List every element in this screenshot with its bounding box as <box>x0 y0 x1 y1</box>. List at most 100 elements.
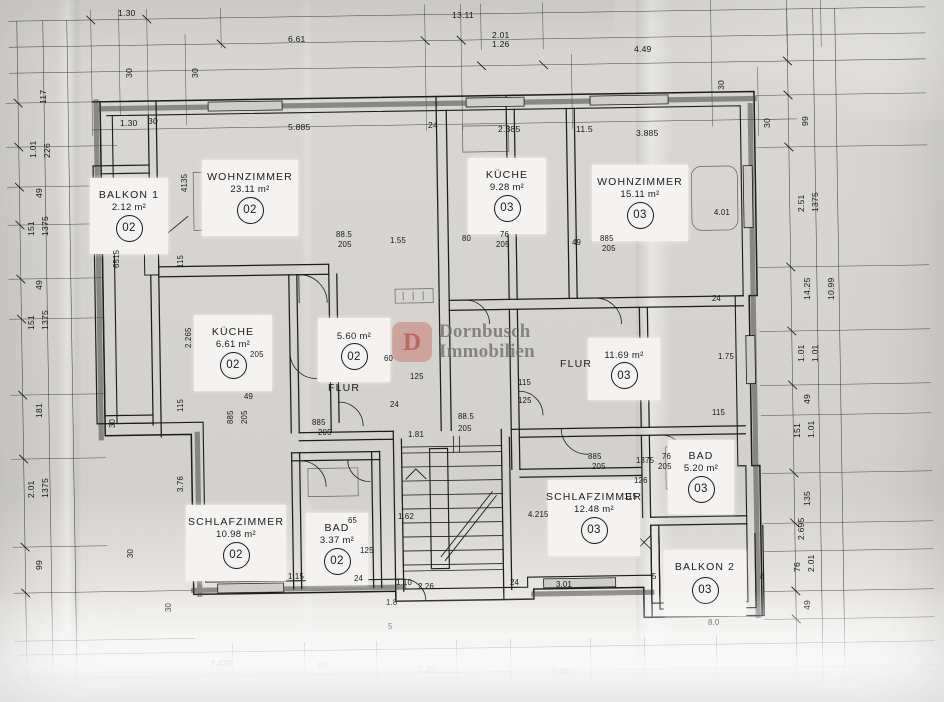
room-unit-badge: 03 <box>493 194 521 222</box>
dimension-text: 151 <box>792 423 802 438</box>
dimension-text: 30 <box>190 68 200 78</box>
room-unit-badge: 02 <box>222 541 250 569</box>
dimension-text: 4.01 <box>714 208 730 217</box>
dimension-text: 1.30 <box>120 118 138 128</box>
dimension-text: 115 <box>712 408 726 417</box>
room-name: BALKON 2 <box>674 561 736 574</box>
dimension-text: 30 <box>126 548 135 558</box>
dimension-text: 1.01 <box>28 140 38 158</box>
dimension-text: 1.01 <box>810 344 820 362</box>
dimension-text: 885 <box>588 452 602 461</box>
dimension-text: 1.55 <box>390 236 406 245</box>
dimension-text: 226 <box>42 143 52 158</box>
dimension-text: 125 <box>360 546 374 555</box>
dimension-text: 5 <box>388 622 393 631</box>
dimension-text: 205 <box>240 410 249 424</box>
dimension-text: 117 <box>38 89 48 104</box>
dimension-text: 49 <box>802 394 812 404</box>
dimension-text: 6.61 <box>288 34 306 44</box>
room-name: SCHLAFZIMMER <box>187 516 285 528</box>
dimension-text: 65 <box>348 516 358 525</box>
dimension-text: 30 <box>124 68 134 78</box>
dimension-text: 1375 <box>636 456 655 465</box>
dimension-text: 1.15 <box>288 572 304 581</box>
dimension-text: 2.01 <box>26 480 36 498</box>
dimension-text: 885 <box>312 418 326 427</box>
dimension-text: 24 <box>510 578 520 587</box>
room-name: KÜCHE <box>211 326 255 338</box>
dimension-text: 1.26 <box>492 39 510 49</box>
dimension-text: 88.5 <box>336 230 352 239</box>
dimension-text: 76 <box>792 562 802 572</box>
dimension-text: 99 <box>800 116 810 126</box>
room-area: 2.12 m² <box>111 202 147 214</box>
dimension-text: 205 <box>602 244 616 253</box>
dimension-text: 181 <box>34 403 44 418</box>
dimension-text: 2.26 <box>418 664 436 674</box>
dimension-text: 115 <box>624 492 638 501</box>
dimension-text: 115 <box>176 254 185 268</box>
dimension-text: 115 <box>176 398 185 412</box>
dimension-text: 205 <box>318 428 332 437</box>
dimension-text: 1.30 <box>118 8 136 18</box>
dimension-text: 205 <box>250 350 264 359</box>
dimension-text: 49 <box>244 392 254 401</box>
dimension-text: 8.0 <box>708 618 720 627</box>
dimension-text: 80 <box>462 234 472 243</box>
dimension-text: 2.26 <box>418 582 434 591</box>
room-area: 6.61 m² <box>215 339 251 351</box>
dimension-text: 10.99 <box>826 277 836 300</box>
dimension-text: 151 <box>26 315 36 330</box>
room-unit-badge: 02 <box>115 214 143 242</box>
dimension-text: 1375 <box>40 310 50 330</box>
dimension-text: 8 <box>760 572 765 581</box>
room-area: 12.48 m² <box>574 504 614 516</box>
room-area: 5.60 m² <box>336 330 372 342</box>
room-unit-badge: 02 <box>323 547 351 575</box>
dimension-text: 3.01 <box>556 580 572 589</box>
room-unit-badge: 02 <box>340 343 368 371</box>
dimension-text: 1.28 <box>552 666 570 676</box>
dimension-text: 24 <box>354 574 364 583</box>
room-name: KÜCHE <box>485 169 529 181</box>
dimension-text: 24 <box>428 120 438 130</box>
dimension-text: 2.01 <box>806 554 816 572</box>
dimension-text: 1375 <box>40 478 50 498</box>
dimension-text: 76 <box>662 452 672 461</box>
dimension-text: 1375 <box>810 192 820 212</box>
dimension-text: 30 <box>148 116 158 126</box>
dimension-text: 1375 <box>40 216 50 236</box>
room-area: 3.37 m² <box>319 535 355 547</box>
dimension-text: 205 <box>592 462 606 471</box>
room-area: 11.69 m² <box>604 349 644 361</box>
dimension-text: 49 <box>34 188 44 198</box>
dimension-text: 24 <box>390 400 400 409</box>
dimension-text: 13.11 <box>452 10 474 20</box>
dimension-text: 1.01 <box>806 420 816 438</box>
dimension-text: 125 <box>518 396 532 405</box>
room-unit-badge: 02 <box>236 196 264 224</box>
dimension-text: 205 <box>458 424 472 433</box>
room-name: BAD <box>324 522 350 534</box>
dimension-text: 6515 <box>112 249 121 268</box>
dimension-text: 49 <box>34 280 44 290</box>
dimension-text: 5 <box>652 572 657 581</box>
dimension-text: 1.81 <box>408 430 424 439</box>
room-name-plain: FLUR <box>560 358 593 370</box>
dimension-text: 3.76 <box>176 476 185 492</box>
dimension-text: 30 <box>716 80 726 90</box>
dimension-text: 4.215 <box>528 510 549 519</box>
dimension-text: 49 <box>572 238 582 247</box>
dimension-text: 1.10 <box>396 578 412 587</box>
